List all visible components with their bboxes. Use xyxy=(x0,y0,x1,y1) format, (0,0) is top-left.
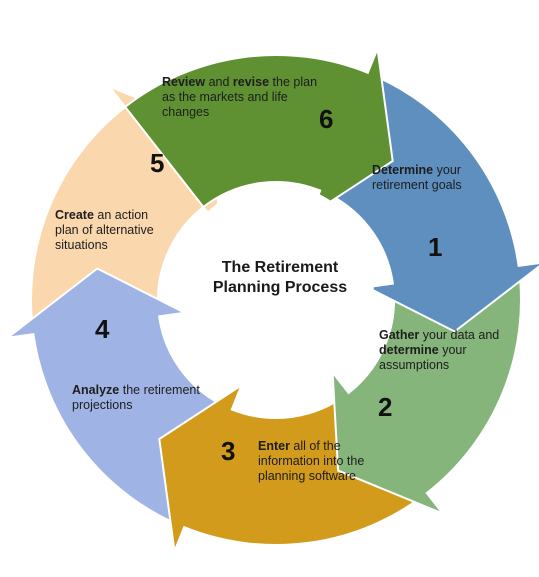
step-5-keyword: Create xyxy=(55,208,94,222)
step-6-text-2: as the markets and life xyxy=(162,90,288,104)
center-title-line1: The Retirement xyxy=(221,259,339,276)
step-1-keyword: Determine xyxy=(372,163,434,177)
step-4-keyword: Analyze xyxy=(72,383,120,397)
step-4-text-1: the retirement xyxy=(119,383,200,397)
step-6-label: Review and revise the plan as the market… xyxy=(162,75,317,120)
step-5-label: Create an action plan of alternative sit… xyxy=(55,208,154,253)
step-1-label: Determine your retirement goals xyxy=(372,163,462,193)
step-3-text-2: information into the xyxy=(258,454,365,468)
step-1-number: 1 xyxy=(428,232,443,262)
step-4-text-2: projections xyxy=(72,398,133,412)
step-2-keyword: Gather xyxy=(379,328,420,342)
step-6-number: 6 xyxy=(319,104,334,134)
step-6-text-mid: and xyxy=(205,75,233,89)
step-4-label: Analyze the retirement projections xyxy=(72,383,200,413)
step-3-label: Enter all of the information into the pl… xyxy=(258,439,364,484)
step-2-label: Gather your data and determine your assu… xyxy=(379,328,499,373)
center-title: The Retirement Planning Process xyxy=(190,258,370,298)
step-5-number: 5 xyxy=(150,148,165,178)
step-3-keyword: Enter xyxy=(258,439,290,453)
step-2-keyword-2: determine xyxy=(379,343,439,357)
step-4-number: 4 xyxy=(95,314,110,344)
step-6-text-1: the plan xyxy=(269,75,318,89)
step-5-text-1: an action xyxy=(93,208,149,222)
step-3-text-1: all of the xyxy=(289,439,341,453)
step-5-text-3: situations xyxy=(55,238,108,252)
step-6-keyword-2: revise xyxy=(232,75,270,89)
step-3-text-3: planning software xyxy=(258,469,356,483)
step-6-keyword: Review xyxy=(162,75,206,89)
center-title-line2: Planning Process xyxy=(212,279,348,296)
step-2-text-2: your xyxy=(438,343,467,357)
step-2-text-1: your data and xyxy=(419,328,500,342)
step-2-text-3: assumptions xyxy=(379,358,450,372)
step-1-text-2: retirement goals xyxy=(372,178,462,192)
step-3-number: 3 xyxy=(221,436,236,466)
step-6-text-3: changes xyxy=(162,105,210,119)
step-6-arrow xyxy=(123,44,394,218)
step-2-arrow xyxy=(331,264,522,516)
step-2-number: 2 xyxy=(378,392,393,422)
center-hub xyxy=(178,184,374,380)
step-5-text-2: plan of alternative xyxy=(55,223,154,237)
step-1-text-1: your xyxy=(433,163,461,177)
